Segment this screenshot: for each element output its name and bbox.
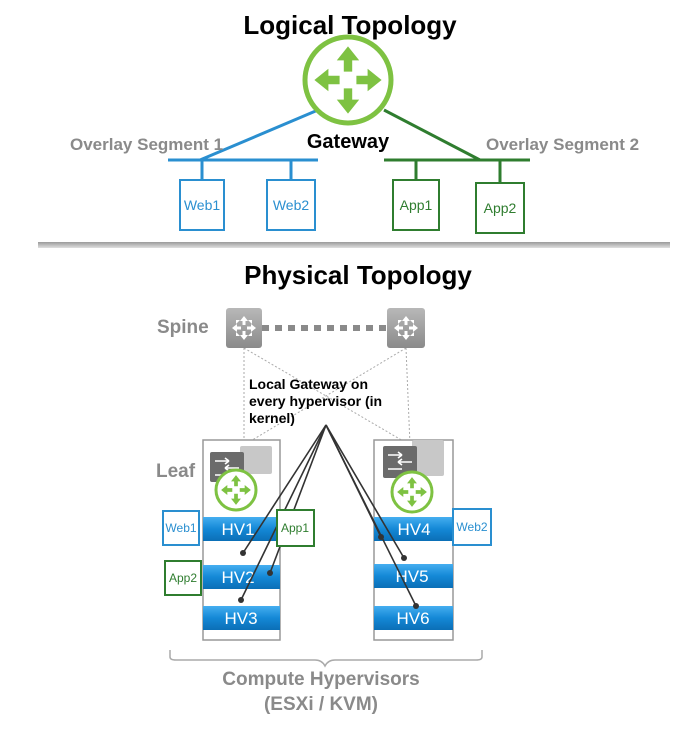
vm-box-app2-logical xyxy=(475,182,525,234)
overlay-segment1-label: Overlay Segment 1 xyxy=(70,135,223,154)
hypervisor-hv3 xyxy=(203,606,280,630)
spine-switch-icon xyxy=(387,308,425,348)
vm-label: App2 xyxy=(169,571,197,585)
footer-hypervisors-sublabel: (ESXi / KVM) xyxy=(264,694,378,715)
leaf-switch-icon xyxy=(383,440,444,478)
router-icon xyxy=(302,34,394,126)
overlay-segment2-label: Overlay Segment 2 xyxy=(486,135,639,154)
vm-box-web2-logical xyxy=(266,179,316,231)
vm-label: Web1 xyxy=(165,521,196,535)
spine-leaf-links xyxy=(243,347,411,446)
hypervisor-label: HV1 xyxy=(221,520,254,539)
segment1-uplink xyxy=(199,108,319,162)
router-icon xyxy=(214,468,258,512)
hypervisor-label: HV4 xyxy=(397,520,430,539)
router-icon xyxy=(390,470,434,514)
hypervisor-label: HV3 xyxy=(224,609,257,628)
spine-switch-icon xyxy=(226,308,262,348)
vm-box-app2-physical xyxy=(164,560,202,596)
physical-topology-title: Physical Topology xyxy=(244,260,472,290)
local-gateway-note: kernel) xyxy=(249,410,295,426)
hypervisor-hv1 xyxy=(203,517,280,541)
fanout-endpoints xyxy=(238,534,419,609)
local-gateway-fanout-lines xyxy=(240,424,417,607)
leaf-label: Leaf xyxy=(156,461,196,482)
hypervisor-hv6 xyxy=(374,606,453,630)
vm-label: Web2 xyxy=(273,197,310,213)
segment2-uplink xyxy=(383,108,481,162)
vm-box-web1-physical xyxy=(162,510,200,546)
hypervisors-brace xyxy=(169,650,483,668)
vm-label: App1 xyxy=(400,197,433,213)
hypervisor-hv2 xyxy=(203,565,280,589)
hypervisor-label: HV5 xyxy=(395,567,428,586)
section-divider xyxy=(38,242,670,248)
vm-box-web1-logical xyxy=(179,179,225,231)
spine-label: Spine xyxy=(157,317,209,338)
hypervisor-label: HV6 xyxy=(396,609,429,628)
hypervisor-hv5 xyxy=(374,564,453,588)
local-gateway-note: Local Gateway on xyxy=(249,376,368,392)
vm-label: App1 xyxy=(281,521,309,535)
footer-hypervisors-label: Compute Hypervisors xyxy=(222,669,419,690)
vm-label: App2 xyxy=(484,200,517,216)
vm-label: Web2 xyxy=(456,520,487,534)
vm-box-app1-logical xyxy=(392,179,440,231)
hypervisor-label: HV2 xyxy=(221,568,254,587)
vm-label: Web1 xyxy=(184,197,221,213)
vm-box-web2-physical xyxy=(452,508,492,546)
gateway-label: Gateway xyxy=(307,131,390,153)
local-gateway-note: every hypervisor (in xyxy=(249,393,382,409)
vm-box-app1-physical xyxy=(276,509,315,547)
